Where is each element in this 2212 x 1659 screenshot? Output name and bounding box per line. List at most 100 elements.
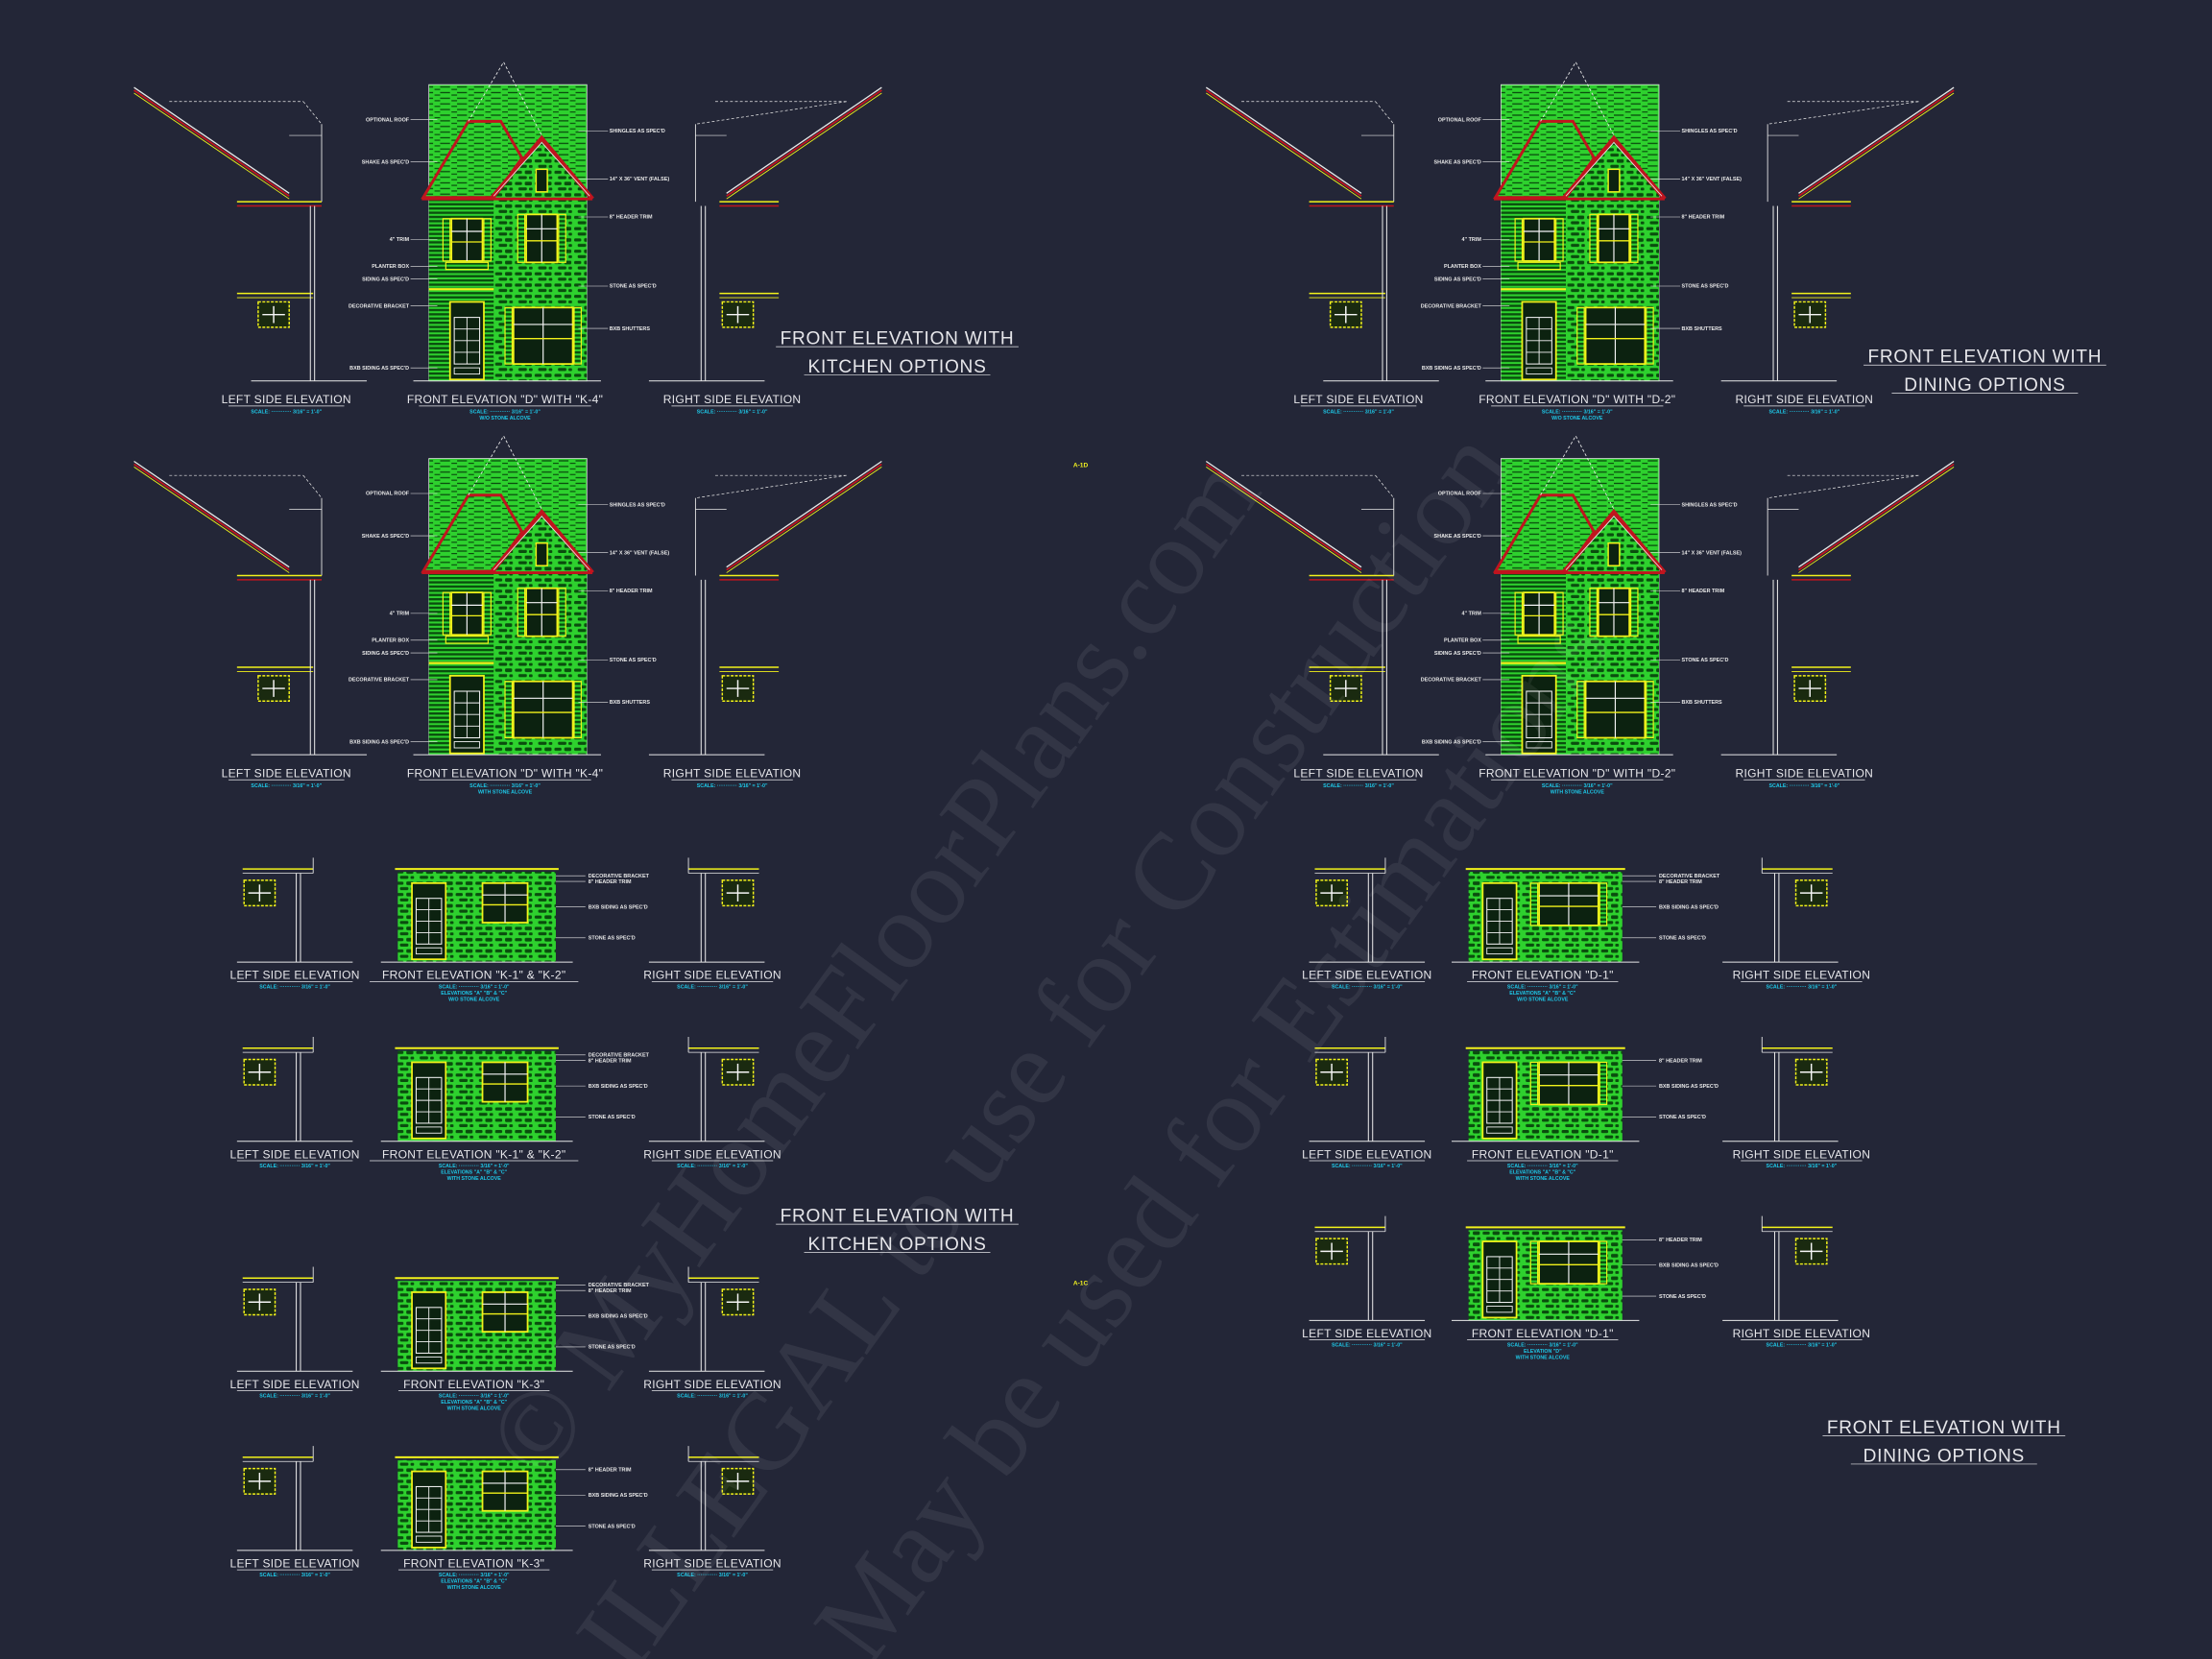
shutter (442, 591, 451, 636)
callout-note: DECORATIVE BRACKET (1421, 678, 1482, 684)
bracket-window (1315, 1058, 1348, 1086)
elevation-sub-note: W/O STONE ALCOVE (1517, 998, 1569, 1003)
scale-text: SCALE: ············ 3/16" = 1'-0" (677, 1164, 748, 1169)
window (504, 680, 582, 739)
shutter (1599, 1240, 1608, 1285)
scale-text: SCALE: ············ 3/16" = 1'-0" (259, 1393, 330, 1399)
callout-note: OPTIONAL ROOF (366, 117, 410, 123)
sheet-tag: A-1C (1073, 1281, 1089, 1287)
bracket-window (243, 879, 276, 907)
scale-text: SCALE: ············ 3/16" = 1'-0" (439, 1573, 510, 1578)
scale-text: SCALE: ············ 3/16" = 1'-0" (1332, 1164, 1403, 1169)
window (1529, 881, 1608, 926)
scale-text: SCALE: ············ 3/16" = 1'-0" (251, 410, 322, 416)
bracket-window (721, 301, 755, 328)
callout-note: 8" HEADER TRIM (589, 879, 632, 885)
scale-text: SCALE: ············ 3/16" = 1'-0" (1323, 783, 1394, 789)
right-side-elevation-drawing (648, 460, 882, 756)
scale-text: SCALE: ············ 3/16" = 1'-0" (439, 984, 510, 990)
callout-note: 8" HEADER TRIM (589, 1468, 632, 1474)
shutter (1555, 591, 1564, 636)
scale-text: SCALE: ············ 3/16" = 1'-0" (469, 410, 541, 416)
left-side-elevation-drawing (133, 86, 368, 382)
callout-note: STONE AS SPEC'D (589, 1524, 636, 1529)
right-side-elevation-label: RIGHT SIDE ELEVATION (1736, 767, 1874, 781)
scale-text: SCALE: ············ 3/16" = 1'-0" (259, 984, 330, 990)
left-side-elevation-drawing (236, 1266, 353, 1372)
left-side-elevation-drawing (236, 1037, 353, 1142)
door (448, 301, 485, 381)
window (1576, 680, 1654, 739)
callout-note: 14" X 36" VENT (FALSE) (1682, 550, 1743, 556)
front-elevation-label: FRONT ELEVATION "D" WITH "D-2" (1479, 393, 1675, 406)
right-side-elevation-drawing (1722, 1037, 1839, 1142)
planter-box (445, 261, 489, 271)
right-side-elevation-label: RIGHT SIDE ELEVATION (1733, 969, 1871, 982)
scale-text: SCALE: ············ 3/16" = 1'-0" (677, 1573, 748, 1578)
callout-note: BXB SIDING AS SPEC'D (589, 1493, 648, 1499)
callout-note: SIDING AS SPEC'D (362, 651, 409, 657)
callout-note: BXB SIDING AS SPEC'D (1422, 366, 1481, 372)
scale-text: SCALE: ············ 3/16" = 1'-0" (1507, 1343, 1578, 1349)
left-side-elevation-label: LEFT SIDE ELEVATION (229, 1378, 359, 1391)
callout-note: 8" HEADER TRIM (589, 1288, 632, 1294)
right-side-elevation-label: RIGHT SIDE ELEVATION (1733, 1147, 1871, 1161)
elevation-sub-note: ELEVATIONS "A" "B" & "C" (441, 1400, 507, 1406)
scale-text: SCALE: ············ 3/16" = 1'-0" (439, 1164, 510, 1169)
window (1576, 306, 1654, 365)
scale-text: SCALE: ············ 3/16" = 1'-0" (1323, 410, 1394, 416)
left-side-elevation-label: LEFT SIDE ELEVATION (1293, 393, 1423, 406)
vent (1607, 541, 1621, 566)
callout-note: OPTIONAL ROOF (1438, 117, 1482, 123)
shutter (1576, 306, 1585, 365)
callout-note: BXB SIDING AS SPEC'D (349, 366, 409, 372)
front-elevation-label: FRONT ELEVATION "D" WITH "K-4" (407, 767, 603, 781)
front-elevation-drawing (1452, 1226, 1640, 1321)
shutter (1555, 218, 1564, 262)
callout-note: DECORATIVE BRACKET (349, 303, 410, 309)
shutter (1646, 681, 1654, 739)
elevation-sub-note: WITH STONE ALCOVE (447, 1585, 502, 1591)
front-elevation-drawing (380, 1277, 573, 1372)
bracket-window (243, 1467, 276, 1495)
callout-note: DECORATIVE BRACKET (589, 1283, 650, 1288)
shutter (1589, 213, 1598, 263)
left-side-elevation-drawing (236, 857, 353, 963)
scale-text: SCALE: ············ 3/16" = 1'-0" (1769, 410, 1840, 416)
scale-text: SCALE: ············ 3/16" = 1'-0" (677, 1393, 748, 1399)
right-side-elevation-label: RIGHT SIDE ELEVATION (663, 393, 802, 406)
callout-note: BXB SHUTTERS (610, 700, 651, 706)
elevation-sub-note: WITH STONE ALCOVE (447, 1176, 502, 1182)
window (1589, 587, 1639, 637)
right-side-elevation-label: RIGHT SIDE ELEVATION (643, 1556, 781, 1570)
bracket-window (1329, 301, 1362, 328)
shutter (1529, 882, 1539, 926)
callout-note: STONE AS SPEC'D (589, 1345, 636, 1351)
bracket-window (1315, 879, 1348, 907)
callout-note: PLANTER BOX (1444, 264, 1481, 270)
title-line-2: KITCHEN OPTIONS (807, 357, 986, 377)
callout-note: PLANTER BOX (372, 638, 409, 644)
callout-note: SHINGLES AS SPEC'D (1682, 129, 1738, 134)
right-side-elevation-drawing (1720, 460, 1955, 756)
shutter (1630, 213, 1639, 263)
scale-text: SCALE: ············ 3/16" = 1'-0" (439, 1393, 510, 1399)
bracket-window (1794, 1238, 1828, 1265)
bracket-window (1793, 301, 1827, 328)
window (481, 1061, 529, 1103)
elevation-sub-note: W/O STONE ALCOVE (479, 416, 531, 421)
window (1589, 213, 1639, 264)
left-side-elevation-label: LEFT SIDE ELEVATION (222, 393, 351, 406)
sheet-tag: A-1D (1073, 462, 1089, 469)
scale-text: SCALE: ············ 3/16" = 1'-0" (1542, 410, 1613, 416)
callout-note: STONE AS SPEC'D (1659, 1294, 1706, 1300)
callout-note: STONE AS SPEC'D (1659, 1115, 1706, 1120)
callout-note: BXB SHUTTERS (610, 326, 651, 332)
bracket-window (243, 1288, 276, 1316)
